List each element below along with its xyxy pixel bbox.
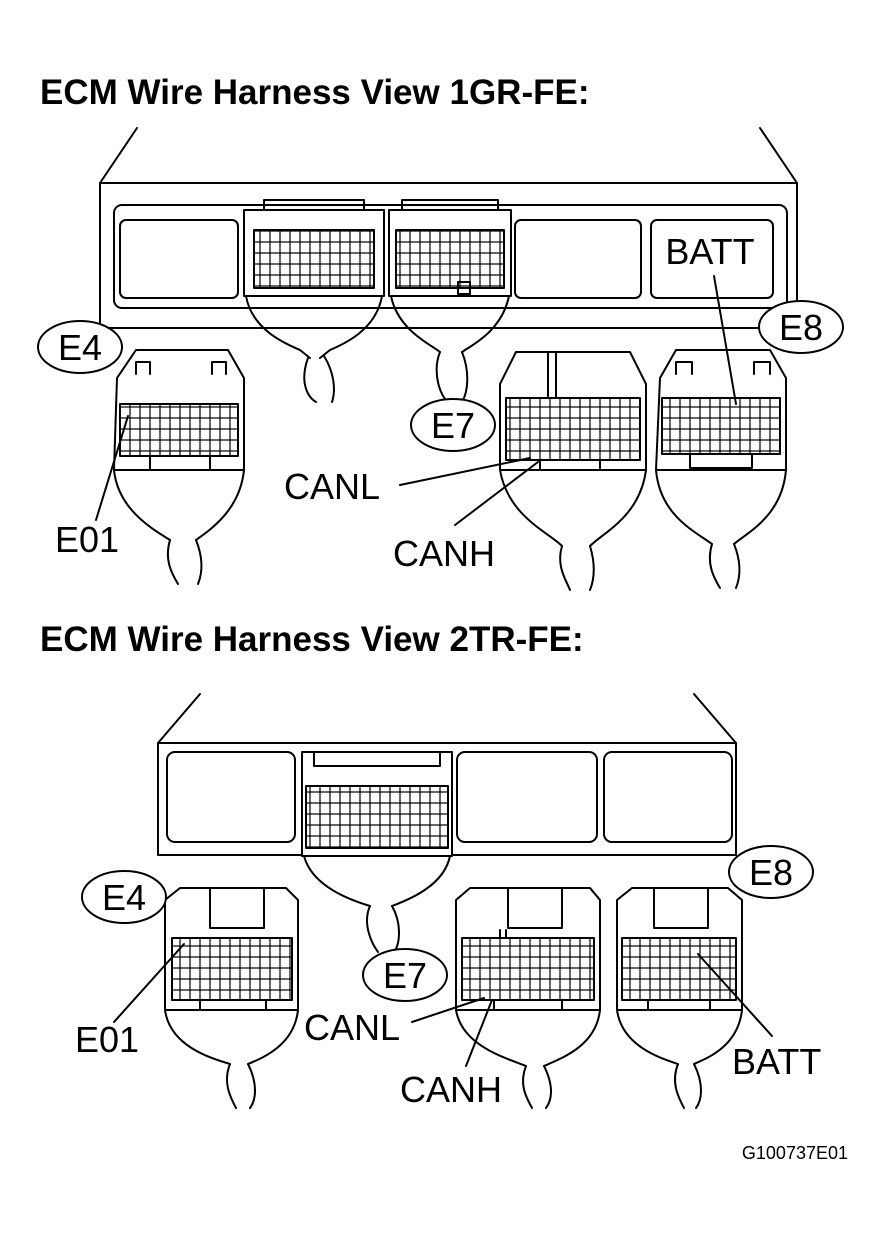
ecm-socket-1gr-b [388, 199, 512, 403]
view-2tr-title: ECM Wire Harness View 2TR-FE: [40, 620, 584, 659]
label-e01-2tr: E01 [75, 1019, 139, 1060]
label-canl-2tr: CANL [304, 1007, 400, 1048]
badge-e4-1gr: E4 [58, 327, 102, 368]
label-e01-1gr: E01 [55, 519, 119, 560]
label-canh-1gr: CANH [393, 533, 495, 574]
leaders-1gr [95, 275, 737, 526]
connector-e8-1gr [655, 349, 787, 589]
connector-e4-2tr [164, 887, 299, 1109]
view-1gr-title: ECM Wire Harness View 1GR-FE: [40, 73, 590, 112]
connector-e8-2tr [616, 887, 743, 1109]
connector-badges [37, 300, 844, 1002]
badge-e8-2tr: E8 [749, 852, 793, 893]
ecm-unit-1gr [99, 127, 798, 329]
badge-e7-2tr: E7 [383, 955, 427, 996]
label-batt-2tr: BATT [732, 1041, 821, 1082]
connector-e7-2tr [455, 887, 601, 1109]
ecm-socket-2tr [301, 751, 453, 953]
badge-e7-1gr: E7 [431, 405, 475, 446]
label-canh-2tr: CANH [400, 1069, 502, 1110]
label-canl-1gr: CANL [284, 466, 380, 507]
label-batt-1gr: BATT [665, 231, 754, 272]
connector-e7-1gr [499, 351, 647, 591]
badge-e4-2tr: E4 [102, 877, 146, 918]
badge-e8-1gr: E8 [779, 307, 823, 348]
leaders-2tr [113, 943, 773, 1067]
figure-reference: G100737E01 [741, 1143, 848, 1163]
ecm-socket-1gr-a [243, 199, 385, 403]
connector-e4-1gr [113, 349, 245, 585]
